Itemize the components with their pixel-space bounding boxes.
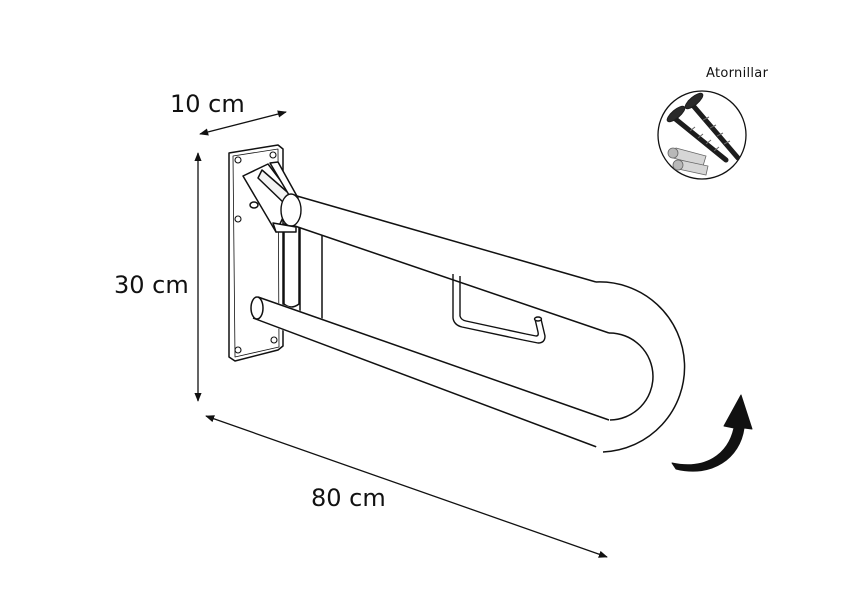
screw-hole [234,156,242,164]
screws-icon [666,92,741,176]
depth-dimension-line [199,110,287,136]
screw-hole [234,215,242,223]
screw-hole [234,346,242,354]
depth-label: 10 cm [170,90,245,118]
lower-rail [250,296,611,452]
screw-inset: Atornillar [657,66,769,180]
screw-hole [270,336,278,344]
upper-rail [285,193,686,453]
height-label: 30 cm [114,271,189,299]
hinge-bracket [242,161,302,233]
screw-inset-label: Atornillar [706,66,769,81]
length-dimension-line [205,415,608,558]
fold-up-arrow-icon [671,394,753,472]
toilet-roll-holder [452,274,546,344]
length-label: 80 cm [311,484,386,512]
grab-bar [228,144,686,453]
screw-hole [269,151,277,159]
